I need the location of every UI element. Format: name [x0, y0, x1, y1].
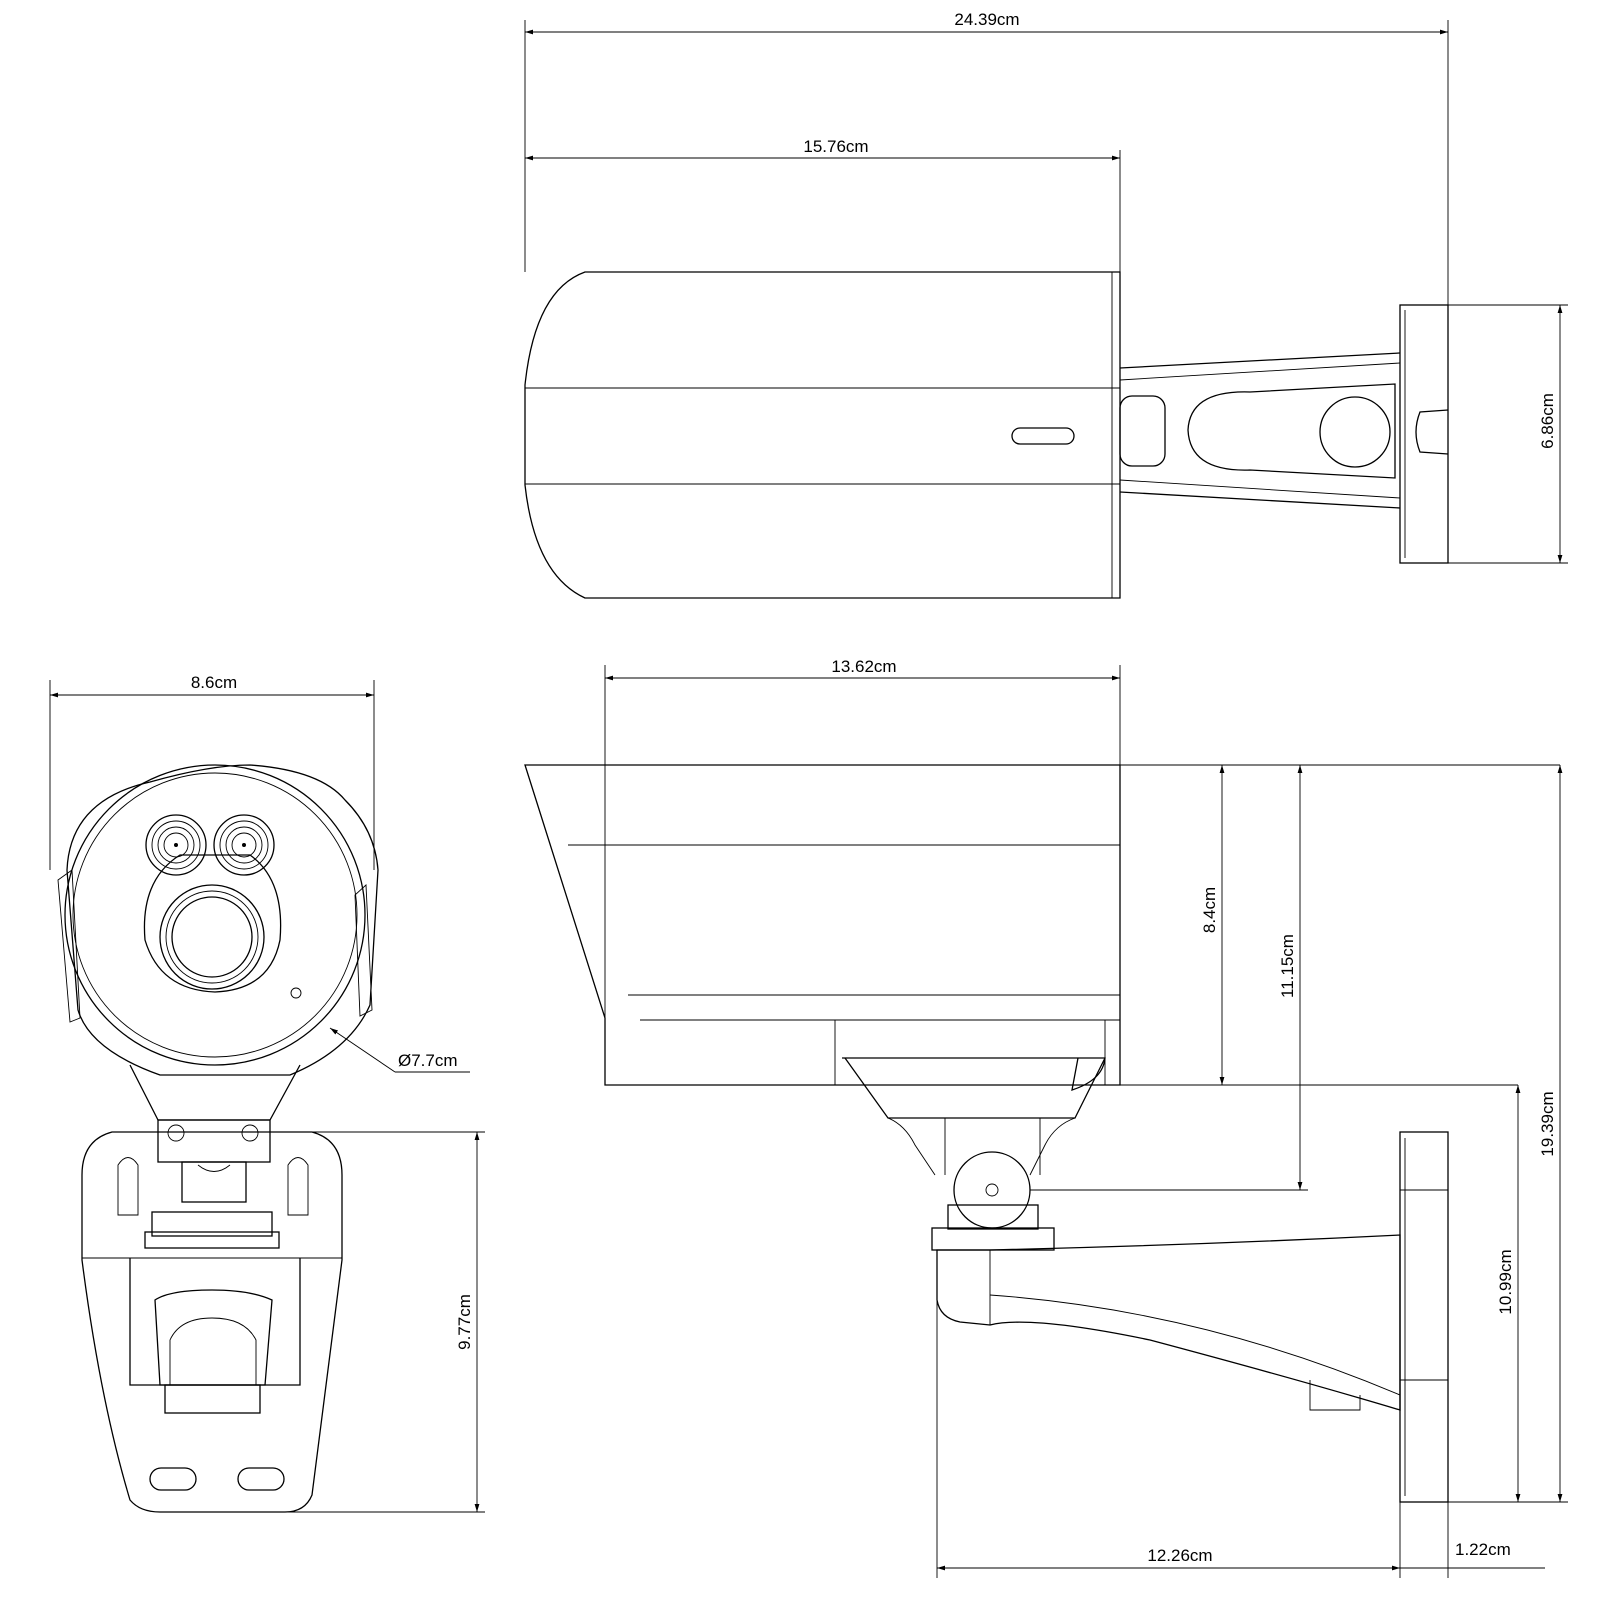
top-led-window: [1011, 427, 1075, 445]
top-view: 24.39cm 15.76cm 6.86cm: [524, 10, 1568, 599]
side-housing-length-label: 13.62cm: [831, 657, 896, 676]
side-view: 13.62cm 8.4cm 11.15cm 19.39cm 10.99cm 12…: [524, 657, 1568, 1578]
ir-led-right: [213, 814, 275, 876]
top-housing-length-label: 15.76cm: [803, 137, 868, 156]
ir-led-left: [145, 814, 207, 876]
front-diameter-label: Ø7.7cm: [398, 1051, 458, 1070]
side-bracket-length-label: 12.26cm: [1147, 1546, 1212, 1565]
side-plate-thickness-label: 1.22cm: [1455, 1540, 1511, 1559]
front-width-label: 8.6cm: [191, 673, 237, 692]
side-pivot-height-label: 11.15cm: [1278, 934, 1297, 998]
front-view: 8.6cm Ø7.7cm 9.77cm: [49, 673, 485, 1513]
top-overall-length-label: 24.39cm: [954, 10, 1019, 29]
side-total-height-label: 19.39cm: [1538, 1091, 1557, 1156]
top-bracket-height-label: 6.86cm: [1538, 393, 1557, 449]
side-housing-height-label: 8.4cm: [1200, 887, 1219, 933]
side-bracket-height-label: 10.99cm: [1496, 1249, 1515, 1314]
front-bracket-height-label: 9.77cm: [455, 1294, 474, 1350]
